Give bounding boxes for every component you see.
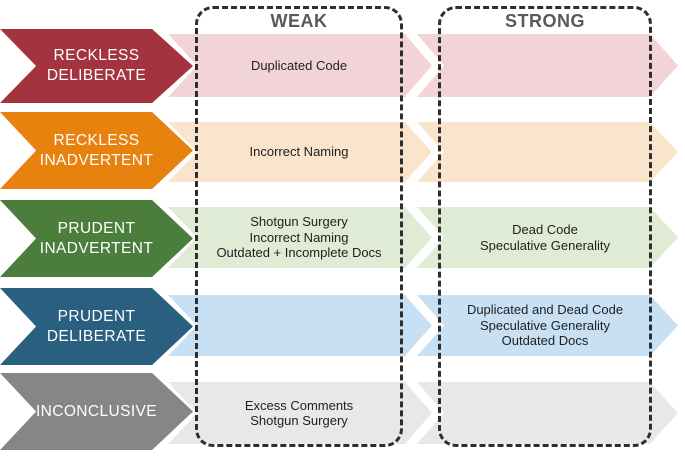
category-arrow-reckless-inadvertent: RECKLESS INADVERTENT <box>0 112 193 189</box>
weak-column-outline: WEAK <box>195 6 403 447</box>
strong-column-header: STRONG <box>504 11 585 31</box>
strong-cell-reckless-inadvertent <box>438 122 652 182</box>
category-arrow-inconclusive: INCONCLUSIVE <box>0 373 193 450</box>
strong-column-outline: STRONG <box>438 6 652 447</box>
weak-cell-prudent-inadvertent: Shotgun Surgery Incorrect Naming Outdate… <box>216 214 382 261</box>
category-arrow-prudent-deliberate: PRUDENT DELIBERATE <box>0 288 193 365</box>
weak-cell-prudent-deliberate <box>195 295 403 356</box>
band-reckless-inadvertent <box>168 122 678 182</box>
band-prudent-inadvertent <box>168 207 678 268</box>
weak-cell-reckless-deliberate: Duplicated Code <box>250 57 348 73</box>
weak-cell-inconclusive: Excess Comments Shotgun Surgery <box>244 397 354 429</box>
band-inconclusive <box>168 382 678 444</box>
band-prudent-deliberate <box>168 295 678 356</box>
weak-column-header: WEAK <box>270 11 328 31</box>
strong-cell-inconclusive <box>438 382 652 444</box>
strong-cell-reckless-deliberate <box>438 34 652 97</box>
strong-cell-prudent-inadvertent: Dead Code Speculative Generality <box>479 222 611 253</box>
band-reckless-deliberate <box>168 34 678 97</box>
category-arrow-reckless-deliberate: RECKLESS DELIBERATE <box>0 29 193 103</box>
strong-cell-prudent-deliberate: Duplicated and Dead Code Speculative Gen… <box>466 302 624 349</box>
category-arrow-prudent-inadvertent: PRUDENT INADVERTENT <box>0 200 193 277</box>
weak-cell-reckless-inadvertent: Incorrect Naming <box>249 144 349 160</box>
